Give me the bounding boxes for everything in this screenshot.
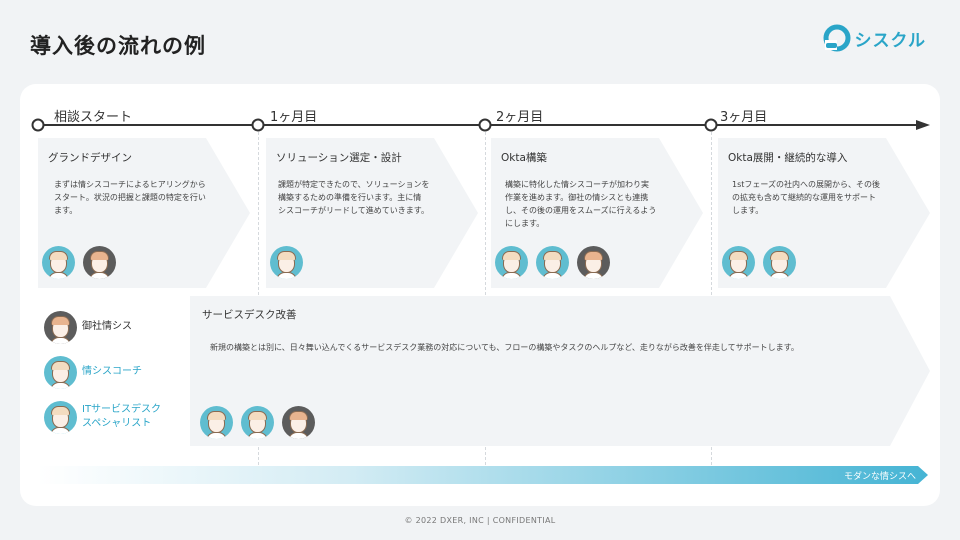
company-it-avatar: [44, 311, 77, 344]
legend-item-service-desk-specialist: ITサービスデスクスペシャリスト: [44, 401, 77, 434]
footer-copyright: © 2022 DXER, INC | CONFIDENTIAL: [0, 516, 960, 525]
phase-description: まずは情シスコーチによるヒアリングからスタート。状況の把握と課題の特定を行います…: [54, 178, 206, 217]
phase-title: グランドデザイン: [48, 150, 132, 165]
legend-label: 御社情シス: [82, 320, 132, 334]
phase-card-okta-build: Okta構築 構築に特化した情シスコーチが加わり実作業を進めます。御社の情シスと…: [491, 138, 703, 288]
phase-description: 1stフェーズの社内への展開から、その後の拡充も含めて継続的な運用をサポートしま…: [732, 178, 880, 217]
timeline-label-start: 相談スタート: [54, 106, 132, 125]
it-coach-avatar: [495, 246, 528, 279]
legend-label: ITサービスデスクスペシャリスト: [82, 403, 161, 431]
phase-description: 構築に特化した情シスコーチが加わり実作業を進めます。御社の情シスとも連携し、その…: [505, 178, 656, 230]
service-desk-specialist-avatar: [241, 406, 274, 439]
it-coach-avatar: [42, 246, 75, 279]
phase-title: Okta展開・継続的な導入: [728, 150, 847, 165]
company-it-avatar: [577, 246, 610, 279]
timeline-node: [33, 120, 44, 131]
service-desk-card: サービスデスク改善 新規の構築とは別に、日々舞い込んでくるサービスデスク業務の対…: [190, 296, 930, 446]
timeline-label-month1: 1ヶ月目: [270, 106, 317, 125]
phase-description: 課題が特定できたので、ソリューションを構築するための準備を行います。主に情シスコ…: [278, 178, 430, 217]
service-desk-specialist-avatar: [44, 401, 77, 434]
it-coach-avatar: [200, 406, 233, 439]
it-coach-avatar: [270, 246, 303, 279]
service-desk-description: 新規の構築とは別に、日々舞い込んでくるサービスデスク業務の対応についても、フロー…: [210, 342, 799, 353]
timeline-node: [706, 120, 717, 131]
phase-card-solution-design: ソリューション選定・設計 課題が特定できたので、ソリューションを構築するための準…: [266, 138, 478, 288]
it-coach-avatar: [44, 356, 77, 389]
phase-card-okta-rollout: Okta展開・継続的な導入 1stフェーズの社内への展開から、その後の拡充も含め…: [718, 138, 930, 288]
service-desk-specialist-avatar: [763, 246, 796, 279]
phase-title: ソリューション選定・設計: [276, 150, 402, 165]
company-it-avatar: [83, 246, 116, 279]
timeline-arrow-icon: [916, 120, 930, 130]
phase-title: Okta構築: [501, 150, 547, 165]
timeline-label-month3: 3ヶ月目: [720, 106, 767, 125]
goal-banner: モダンな情シスへ: [38, 466, 928, 484]
it-coach-avatar: [722, 246, 755, 279]
timeline-label-month2: 2ヶ月目: [496, 106, 543, 125]
service-desk-specialist-avatar: [536, 246, 569, 279]
legend-item-it-coach: 情シスコーチ: [44, 356, 77, 389]
service-desk-title: サービスデスク改善: [202, 307, 297, 322]
timeline-node: [253, 120, 264, 131]
legend-item-company-it: 御社情シス: [44, 311, 77, 344]
company-it-avatar: [282, 406, 315, 439]
legend-label: 情シスコーチ: [82, 365, 142, 379]
goal-banner-label: モダンな情シスへ: [844, 469, 916, 482]
phase-card-grand-design: グランドデザイン まずは情シスコーチによるヒアリングからスタート。状況の把握と課…: [38, 138, 250, 288]
timeline-node: [480, 120, 491, 131]
